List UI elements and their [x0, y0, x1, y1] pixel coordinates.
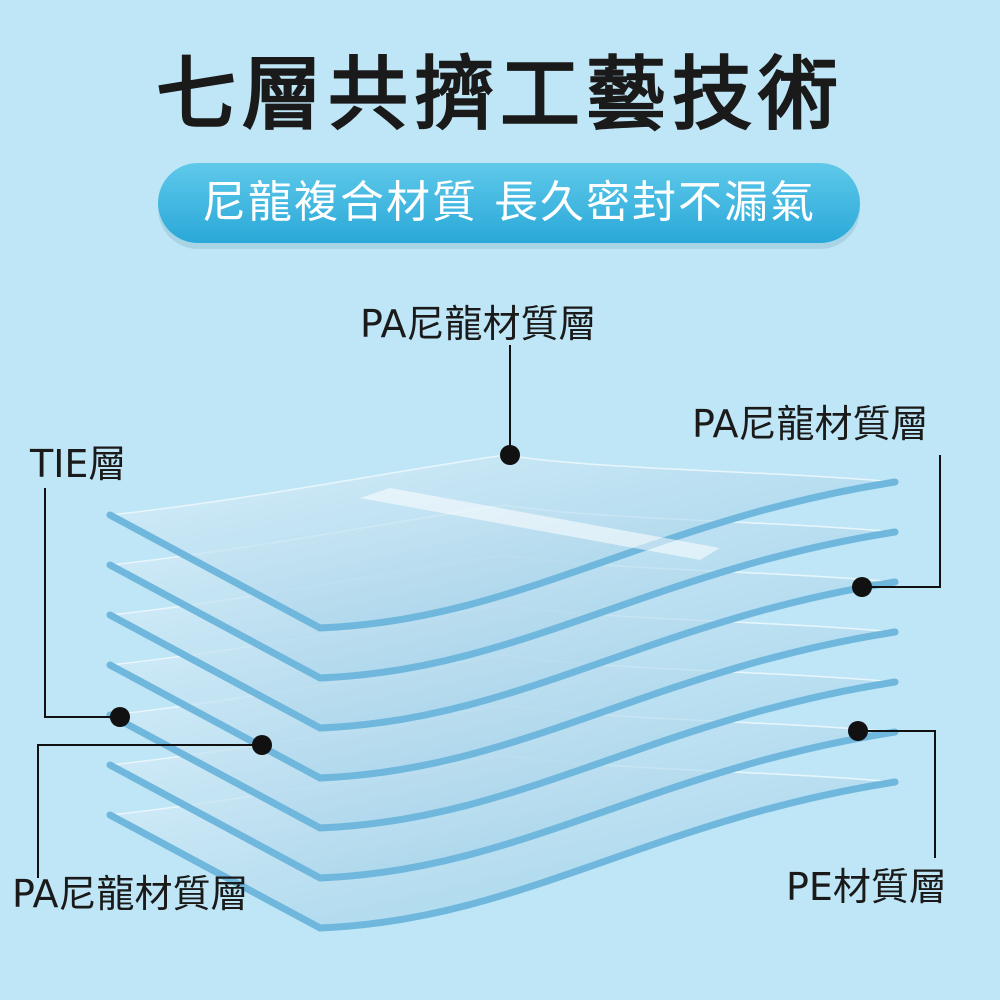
film-sheet-edge [106, 628, 899, 782]
film-layers [106, 454, 899, 932]
subtitle-pill [158, 163, 860, 243]
gloss-highlight [360, 488, 720, 560]
page-title: 七層共擠工藝技術 [156, 48, 844, 141]
film-sheet-edge [106, 778, 899, 932]
dot-pa-top [500, 445, 520, 465]
film-sheet-edge [106, 728, 899, 882]
subtitle-text: 尼龍複合材質 長久密封不漏氣 [202, 177, 816, 228]
dot-tie [110, 707, 130, 727]
dot-pa-right [852, 577, 872, 597]
film-sheet-edge [106, 678, 899, 832]
leader-pe [858, 730, 936, 858]
leader-pa-right [862, 455, 941, 588]
label-pe: PE材質層 [786, 865, 947, 909]
marker-dots [110, 445, 872, 755]
leader-pa-bottom-left [37, 744, 262, 878]
leader-tie [44, 488, 120, 718]
label-tie: TIE層 [30, 442, 127, 486]
leader-lines [37, 345, 941, 878]
film-sheet-edge [106, 528, 899, 682]
film-sheet-edge [106, 478, 899, 632]
dot-pe [848, 721, 868, 741]
label-pa-top: PA尼龍材質層 [360, 302, 597, 346]
label-pa-bottom-left: PA尼龍材質層 [12, 872, 249, 916]
label-pa-right: PA尼龍材質層 [692, 402, 929, 446]
dot-pa-bottom-left [252, 735, 272, 755]
film-sheet-edge [106, 578, 899, 732]
